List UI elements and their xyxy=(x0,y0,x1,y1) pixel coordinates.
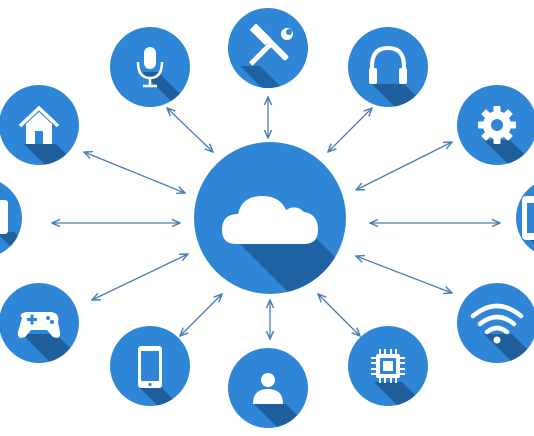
arrow-wifi xyxy=(356,256,452,293)
gear-icon xyxy=(478,106,516,144)
node-gamepad[interactable] xyxy=(0,283,98,376)
connector-arrows xyxy=(52,97,500,339)
user-icon xyxy=(253,373,283,404)
arrow-smartphone xyxy=(180,294,222,336)
arrow-home xyxy=(84,152,185,193)
node-chip[interactable] xyxy=(348,326,444,424)
node-home[interactable] xyxy=(0,85,98,186)
cloud-icon xyxy=(222,196,318,244)
node-left-edge[interactable] xyxy=(0,178,56,274)
microphone-icon xyxy=(136,47,164,88)
smartphone-icon xyxy=(138,346,162,388)
cloud-hub xyxy=(194,142,346,294)
wifi-icon xyxy=(470,303,524,344)
node-right-edge[interactable] xyxy=(516,178,534,278)
partial-device-icon xyxy=(0,200,8,234)
node-user[interactable] xyxy=(228,348,328,436)
tablet-icon xyxy=(522,196,534,240)
arrow-microphone xyxy=(167,108,213,152)
node-microphone[interactable] xyxy=(110,27,200,114)
headphones-icon xyxy=(369,45,407,84)
node-smartphone[interactable] xyxy=(110,326,204,430)
arrow-headphones xyxy=(328,108,372,152)
node-wifi[interactable] xyxy=(457,283,534,376)
home-icon xyxy=(18,105,60,144)
node-settings[interactable] xyxy=(457,85,534,182)
node-headphones[interactable] xyxy=(348,27,446,126)
arrow-gamepad xyxy=(92,254,188,300)
hammer-wrench-icon xyxy=(248,23,293,66)
node-tools[interactable] xyxy=(228,8,308,106)
arrow-settings xyxy=(356,142,452,190)
arrow-chip xyxy=(318,294,360,336)
chip-icon xyxy=(371,349,405,383)
gamepad-icon xyxy=(17,312,61,338)
